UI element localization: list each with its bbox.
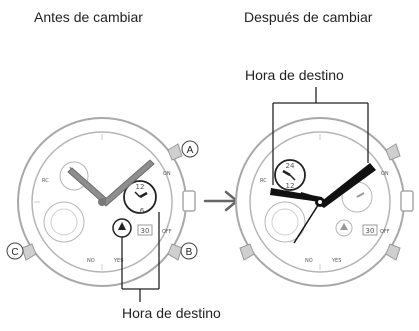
button-b-label: B	[186, 247, 193, 258]
edge-label-left-off: OFF	[162, 229, 172, 235]
subdial-right-12: 12	[286, 182, 295, 190]
caption-after: Después de cambiar	[244, 9, 373, 25]
caption-destination-time-bottom: Hora de destino	[122, 305, 221, 321]
edge-label-right-off: OFF	[380, 229, 390, 235]
date-right: 30	[366, 227, 375, 235]
subdial-right-24: 24	[286, 162, 295, 170]
button-a-label: A	[187, 145, 194, 156]
button-c-label: C	[11, 247, 18, 258]
caption-before: Antes de cambiar	[34, 9, 143, 25]
edge-label-left-on: ON	[163, 171, 171, 177]
date-left: 30	[141, 227, 150, 235]
edge-label-right-no: NO	[305, 258, 313, 264]
button-a-marker: A	[181, 140, 199, 158]
subdial-left-6: 6	[140, 207, 145, 215]
button-c-marker: C	[6, 242, 24, 260]
edge-label-left-no: NO	[87, 258, 95, 264]
watch-before	[17, 117, 196, 287]
edge-label-left-rc: RC	[42, 178, 49, 184]
edge-label-right-yes: YES	[331, 258, 341, 264]
button-b-marker: B	[180, 242, 198, 260]
watch-after	[235, 117, 414, 287]
subdial-left-12: 12	[136, 183, 145, 191]
callout-lines-bottom	[121, 212, 160, 302]
change-arrow-icon	[203, 190, 239, 212]
edge-label-right-on: ON	[381, 171, 389, 177]
callout-lines-top	[272, 87, 369, 185]
caption-destination-time-top: Hora de destino	[245, 67, 344, 83]
edge-label-left-yes: YES	[113, 258, 123, 264]
edge-label-right-rc: RC	[260, 178, 267, 184]
